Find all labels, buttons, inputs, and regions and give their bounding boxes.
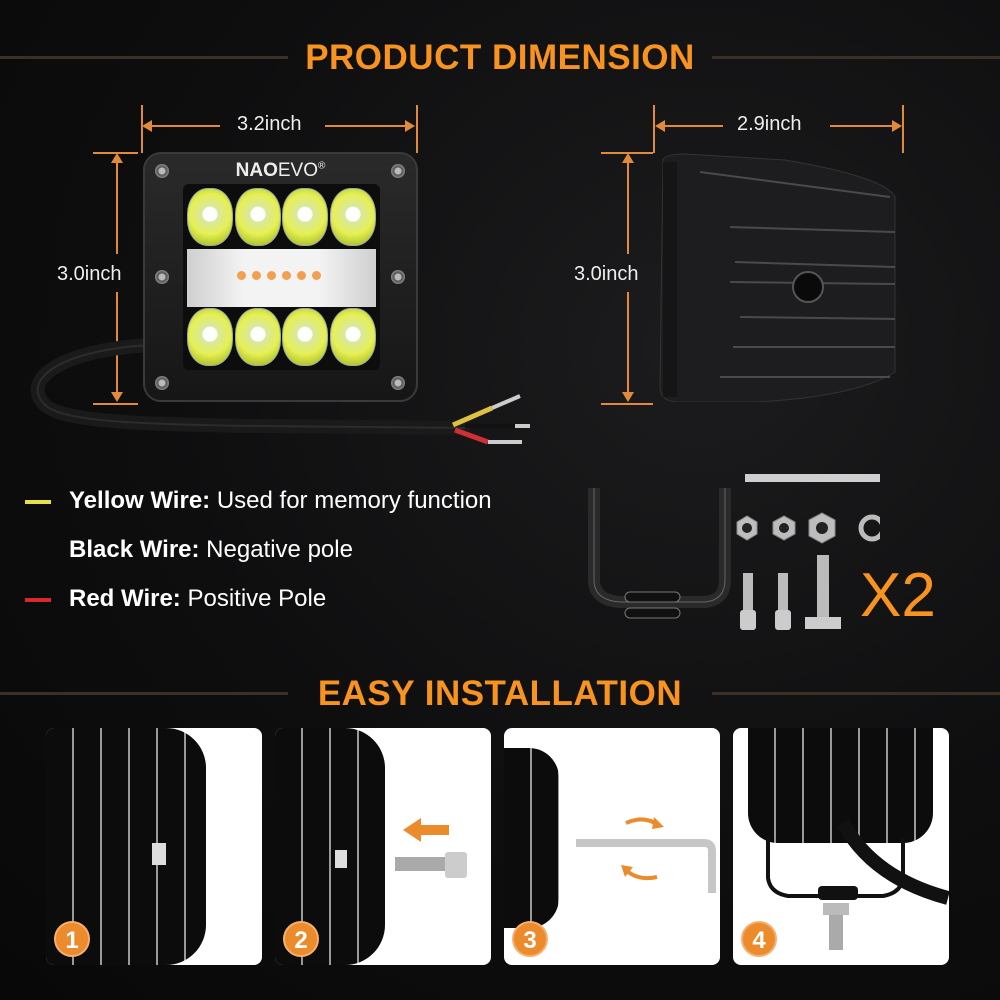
amber-led-strip (187, 249, 376, 307)
section-header-installation: EASY INSTALLATION (0, 668, 1000, 718)
red-wire-swatch (25, 597, 51, 602)
section-title: EASY INSTALLATION (317, 674, 683, 713)
step-panel-1: 1 (46, 728, 262, 965)
front-view-light-image: NAOEVO® (143, 152, 418, 402)
section-header-dimension: PRODUCT DIMENSION (0, 32, 1000, 82)
yellow-wire-swatch (25, 499, 51, 504)
brand-logo: NAOEVO® (235, 160, 326, 181)
side-depth-label: 2.9inch (737, 113, 802, 135)
quantity-label: X2 (860, 561, 936, 630)
step-number-badge: 3 (512, 921, 548, 957)
hex-key-icon (576, 839, 716, 893)
wire-legend-item-yellow: Yellow Wire: Used for memory function (25, 487, 492, 515)
led-lens (183, 184, 380, 370)
side-view-light-image (659, 153, 896, 402)
step-number-badge: 4 (741, 921, 777, 957)
header-rule-left (0, 692, 288, 695)
side-height-label: 3.0inch (574, 263, 639, 285)
bracket-mount-icon (766, 819, 949, 950)
wire-legend-item-red: Red Wire: Positive Pole (25, 585, 326, 613)
header-rule-right (712, 56, 1000, 59)
step-number-badge: 2 (283, 921, 319, 957)
header-rule-right (712, 692, 1000, 695)
step-number-badge: 1 (54, 921, 90, 957)
front-width-label: 3.2inch (237, 113, 302, 135)
step-panel-3: 3 (504, 728, 720, 965)
wire-legend-item-black: Black Wire: Negative pole (25, 536, 353, 564)
bolt-icon (395, 852, 467, 878)
step-panel-4: 4 (733, 728, 949, 965)
section-title: PRODUCT DIMENSION (305, 38, 695, 77)
step-panel-2: 2 (275, 728, 491, 965)
arrow-left-icon (403, 818, 449, 842)
rotate-arrow-icon (625, 817, 664, 829)
header-rule-left (0, 56, 288, 59)
power-cable (30, 338, 530, 445)
front-height-label: 3.0inch (57, 263, 122, 285)
accessories-kit-image (588, 474, 880, 630)
installation-steps: 1 2 3 4 (46, 728, 949, 965)
rotate-arrow-icon (621, 865, 658, 881)
black-wire-swatch (25, 549, 51, 553)
